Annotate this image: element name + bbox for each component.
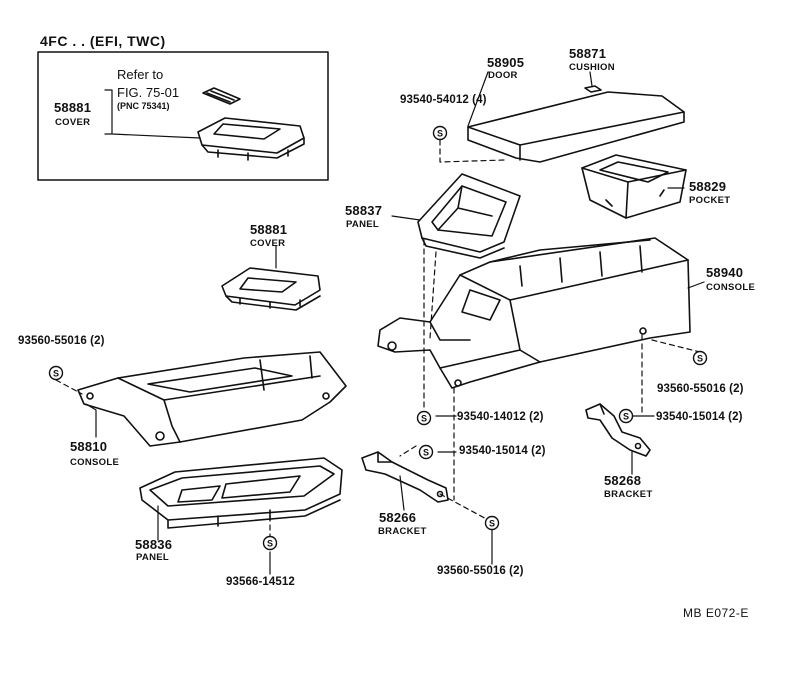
inset-fig-reference[interactable]: FIG. 75-01 [117, 85, 180, 100]
inset-cover-drawing [197, 117, 305, 161]
screw-letter: S [697, 354, 703, 364]
inset-leader [104, 89, 201, 139]
inset-part-name: COVER [55, 117, 91, 128]
screw-symbol [692, 350, 708, 366]
screw-symbol [262, 535, 278, 551]
screw-symbol [416, 410, 432, 426]
fastener-label[interactable]: 93560-55016 (2) [437, 565, 524, 577]
screw-letter: S [623, 412, 629, 422]
variant-header: 4FC . . (EFI, TWC) [40, 33, 166, 49]
cushion-drawing [584, 85, 602, 93]
fastener-label[interactable]: 93540-15014 (2) [656, 411, 743, 423]
screw-letter: S [53, 369, 59, 379]
part-number-console-58940[interactable]: 58940 [706, 265, 744, 280]
part-number-bracket-58268[interactable]: 58268 [604, 473, 642, 488]
part-name-bracket-58268: BRACKET [604, 489, 653, 500]
screw-letter: S [421, 414, 427, 424]
diagram-code: MB E072-E [683, 606, 749, 620]
screw-letter: S [267, 539, 273, 549]
screw-symbols [48, 125, 708, 551]
fastener-label[interactable]: 93540-15014 (2) [459, 445, 546, 457]
part-name-door: DOOR [488, 70, 518, 81]
screw-symbol [48, 365, 64, 381]
bracket-58266-drawing [361, 451, 449, 503]
part-name-bracket-58266: BRACKET [378, 526, 427, 537]
part-name-panel-58836: PANEL [136, 552, 169, 563]
inset-clip-drawing [202, 87, 241, 105]
part-number-panel-58836[interactable]: 58836 [135, 537, 173, 552]
bracket-58268-drawing [585, 403, 651, 457]
panel-58836-drawing [139, 457, 343, 529]
cover-58881-drawing [221, 267, 321, 311]
pocket-drawing [581, 154, 687, 219]
screw-symbol [484, 515, 500, 531]
fastener-label[interactable]: 93540-54012 (4) [400, 94, 487, 106]
fastener-label[interactable]: 93566-14512 [226, 576, 295, 588]
screw-letter: S [489, 519, 495, 529]
part-name-cushion: CUSHION [569, 62, 615, 73]
console-58940-drawing [377, 237, 691, 389]
inset-part-number[interactable]: 58881 [54, 100, 92, 115]
fastener-label[interactable]: 93560-55016 (2) [657, 383, 744, 395]
screw-symbol [618, 408, 634, 424]
door-drawing [467, 91, 685, 163]
screw-letter: S [437, 129, 443, 139]
part-number-pocket[interactable]: 58829 [689, 179, 727, 194]
part-number-panel-58837[interactable]: 58837 [345, 203, 383, 218]
inset-refer-text: Refer to [117, 67, 164, 82]
part-name-console-58810: CONSOLE [70, 457, 120, 468]
screw-symbol [418, 444, 434, 460]
part-number-console-58810[interactable]: 58810 [70, 439, 108, 454]
part-name-cover: COVER [250, 238, 286, 249]
screw-symbol [432, 125, 448, 141]
part-number-bracket-58266[interactable]: 58266 [379, 510, 417, 525]
console-58810-drawing [77, 351, 347, 447]
part-number-cushion[interactable]: 58871 [569, 46, 607, 61]
part-number-cover[interactable]: 58881 [250, 222, 288, 237]
screw-letter: S [423, 448, 429, 458]
inset-frame [37, 51, 329, 181]
part-name-panel-58837: PANEL [346, 219, 379, 230]
fastener-label[interactable]: 93540-14012 (2) [457, 411, 544, 423]
panel-58837-drawing [417, 173, 521, 259]
part-name-pocket: POCKET [689, 195, 731, 206]
fastener-label[interactable]: 93560-55016 (2) [18, 335, 105, 347]
part-name-console-58940: CONSOLE [706, 282, 756, 293]
inset-pnc: (PNC 75341) [117, 101, 170, 111]
dashed-connectors [55, 139, 701, 537]
screw-letters: S S S S S S S S [53, 129, 703, 549]
part-number-door[interactable]: 58905 [487, 55, 525, 70]
